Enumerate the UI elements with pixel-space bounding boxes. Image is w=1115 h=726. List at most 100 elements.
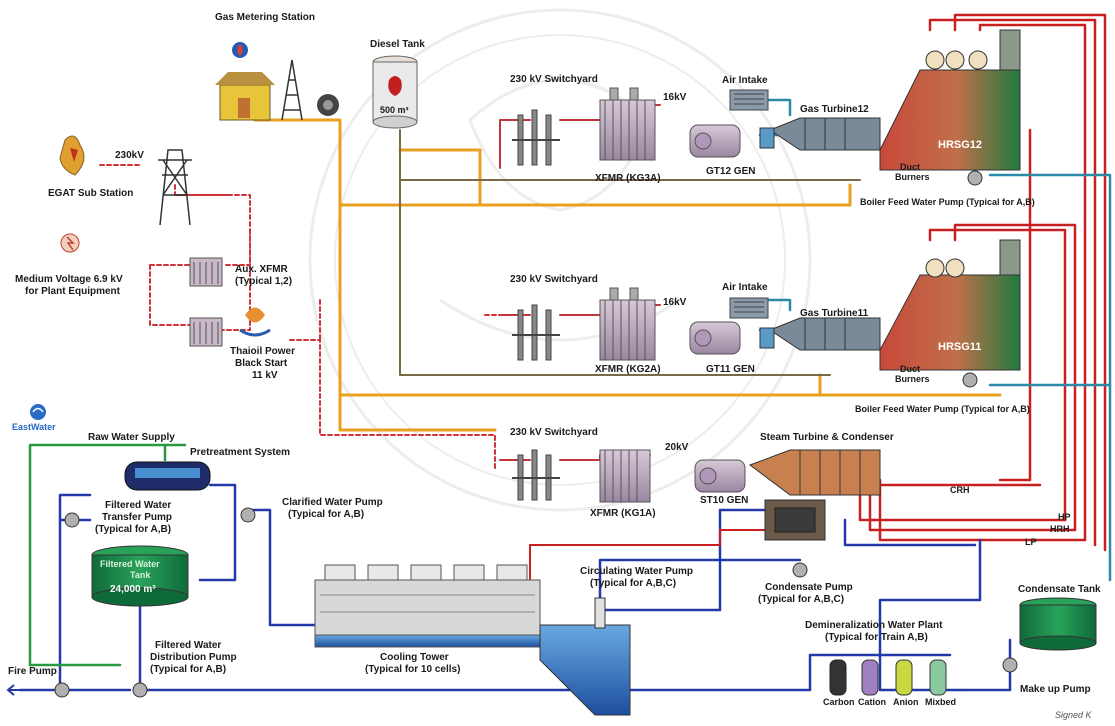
transmission-tower-icon	[282, 60, 302, 120]
switchyard-icon	[512, 305, 560, 360]
gas-turbine-icon	[760, 318, 880, 350]
transformer-icon	[600, 288, 655, 360]
demin-cation-label: Cation	[858, 697, 886, 707]
demin-anion-label: Anion	[893, 697, 919, 707]
cooling-tower	[315, 565, 630, 715]
duct-burners-top-1: Duct	[900, 162, 920, 172]
duct-burners-top-2: Burners	[895, 172, 930, 182]
hrh-label: HRH	[1050, 524, 1070, 534]
generator-icon	[690, 125, 740, 157]
line-230kv-label: 230kV	[115, 150, 144, 161]
gas-turbine-12-label: Gas Turbine12	[800, 104, 869, 115]
xfmr-kg3a-label: XFMR (KG3A)	[595, 173, 661, 184]
pump-icon	[65, 513, 79, 527]
pump-icon	[133, 683, 147, 697]
fire-pump-arrow-icon	[8, 685, 20, 695]
kv-20-label: 20kV	[665, 442, 689, 453]
condensate-tank-label: Condensate Tank	[1018, 584, 1101, 595]
duct-burners-mid-2: Burners	[895, 374, 930, 384]
eastwater-logo	[30, 404, 46, 420]
aux-transformer-icon	[190, 258, 222, 286]
gas-turbine-11-label: Gas Turbine11	[800, 308, 869, 319]
steam-turbine-label: Steam Turbine & Condenser	[760, 432, 894, 443]
switchyard-mid-label: 230 kV Switchyard	[510, 274, 598, 285]
bfw-pump-mid-label: Boiler Feed Water Pump (Typical for A,B)	[855, 404, 1030, 414]
duct-burners-mid-1: Duct	[900, 364, 920, 374]
condensate-pump-label-2: (Typical for A,B,C)	[758, 594, 844, 605]
circ-pump-label-1: Circulating Water Pump	[580, 566, 693, 577]
condenser-icon	[765, 500, 825, 540]
footer-mark: Signed K	[1055, 710, 1093, 720]
kv-16-mid-label: 16kV	[663, 297, 687, 308]
east-water-label: EastWater	[12, 422, 56, 432]
gas-turbine-icon	[760, 118, 880, 150]
gas-metering-station-label: Gas Metering Station	[215, 12, 315, 23]
crh-label: CRH	[950, 485, 970, 495]
filtered-transfer-label-2: Transfer Pump	[102, 512, 172, 523]
clarified-pump-label-1: Clarified Water Pump	[282, 497, 383, 508]
demin-label-2: (Typical for Train A,B)	[825, 632, 928, 643]
kv-16-top-label: 16kV	[663, 92, 687, 103]
generator-icon	[695, 460, 745, 492]
filtered-tank-label-1: Filtered Water	[100, 559, 160, 569]
pump-icon	[55, 683, 69, 697]
pump-icon	[963, 373, 977, 387]
gas-pump-icon	[317, 94, 339, 116]
switchyard-top-label: 230 kV Switchyard	[510, 74, 598, 85]
lp-label: LP	[1025, 537, 1037, 547]
aux-transformer-icon	[190, 318, 222, 346]
makeup-pump-label: Make up Pump	[1020, 684, 1091, 695]
switchyard-icon	[512, 110, 560, 165]
xfmr-kg2a-label: XFMR (KG2A)	[595, 364, 661, 375]
steam-turbine-icon	[750, 450, 880, 495]
clarified-pump-label-2: (Typical for A,B)	[288, 509, 364, 520]
condensate-tank	[1020, 598, 1096, 650]
demin-label-1: Demineralization Water Plant	[805, 620, 943, 631]
thaioil-label-3: 11 kV	[252, 370, 278, 381]
filtered-dist-label-3: (Typical for A,B)	[150, 664, 226, 675]
filtered-transfer-label-3: (Typical for A,B)	[95, 524, 171, 535]
cooling-tower-label-2: (Typical for 10 cells)	[365, 664, 460, 675]
egat-sub-station-label: EGAT Sub Station	[48, 188, 133, 199]
medium-voltage-icon	[61, 234, 79, 252]
condensate-pump-label-1: Condensate Pump	[765, 582, 853, 593]
medium-voltage-label-1: Medium Voltage 6.9 kV	[15, 274, 123, 285]
fire-pump-label: Fire Pump	[8, 666, 57, 677]
gt11-gen-label: GT11 GEN	[706, 364, 755, 375]
filtered-transfer-label-1: Filtered Water	[105, 500, 171, 511]
switchyard-bot-label: 230 kV Switchyard	[510, 427, 598, 438]
gt12-gen-label: GT12 GEN	[706, 166, 755, 177]
aux-power-lines	[100, 165, 500, 470]
generator-icon	[690, 322, 740, 354]
pump-icon	[1003, 658, 1017, 672]
pretreatment-unit	[125, 462, 210, 490]
pump-icon	[241, 508, 255, 522]
pretreatment-label: Pretreatment System	[190, 447, 290, 458]
filtered-tank-label-2: Tank	[130, 570, 151, 580]
aux-xfmr-label-2: (Typical 1,2)	[235, 276, 292, 287]
filtered-dist-label-1: Filtered Water	[155, 640, 221, 651]
diesel-tank-capacity: 500 m³	[380, 105, 409, 115]
demin-mixbed-label: Mixbed	[925, 697, 956, 707]
circ-pump-label-2: (Typical for A,B,C)	[590, 578, 676, 589]
air-intake-icon	[730, 90, 768, 110]
air-intake-mid-label: Air Intake	[722, 282, 768, 293]
transformer-icon	[600, 88, 655, 160]
medium-voltage-label-2: for Plant Equipment	[25, 286, 121, 297]
diesel-tank-label: Diesel Tank	[370, 39, 425, 50]
diesel-tank	[373, 56, 417, 128]
gas-flame-icon	[232, 42, 248, 58]
demin-carbon-label: Carbon	[823, 697, 855, 707]
thaioil-label-2: Black Start	[235, 358, 288, 369]
hrsg12-label: HRSG12	[938, 139, 982, 151]
hrsg11-label: HRSG11	[938, 341, 981, 353]
air-intake-top-label: Air Intake	[722, 75, 768, 86]
raw-water-supply-label: Raw Water Supply	[88, 432, 175, 443]
air-intake-icon	[730, 298, 768, 318]
st10-gen-label: ST10 GEN	[700, 495, 748, 506]
switchyard-icon	[512, 450, 560, 500]
transformer-icon	[600, 450, 650, 502]
pump-icon	[968, 171, 982, 185]
thaioil-label-1: Thaioil Power	[230, 346, 295, 357]
